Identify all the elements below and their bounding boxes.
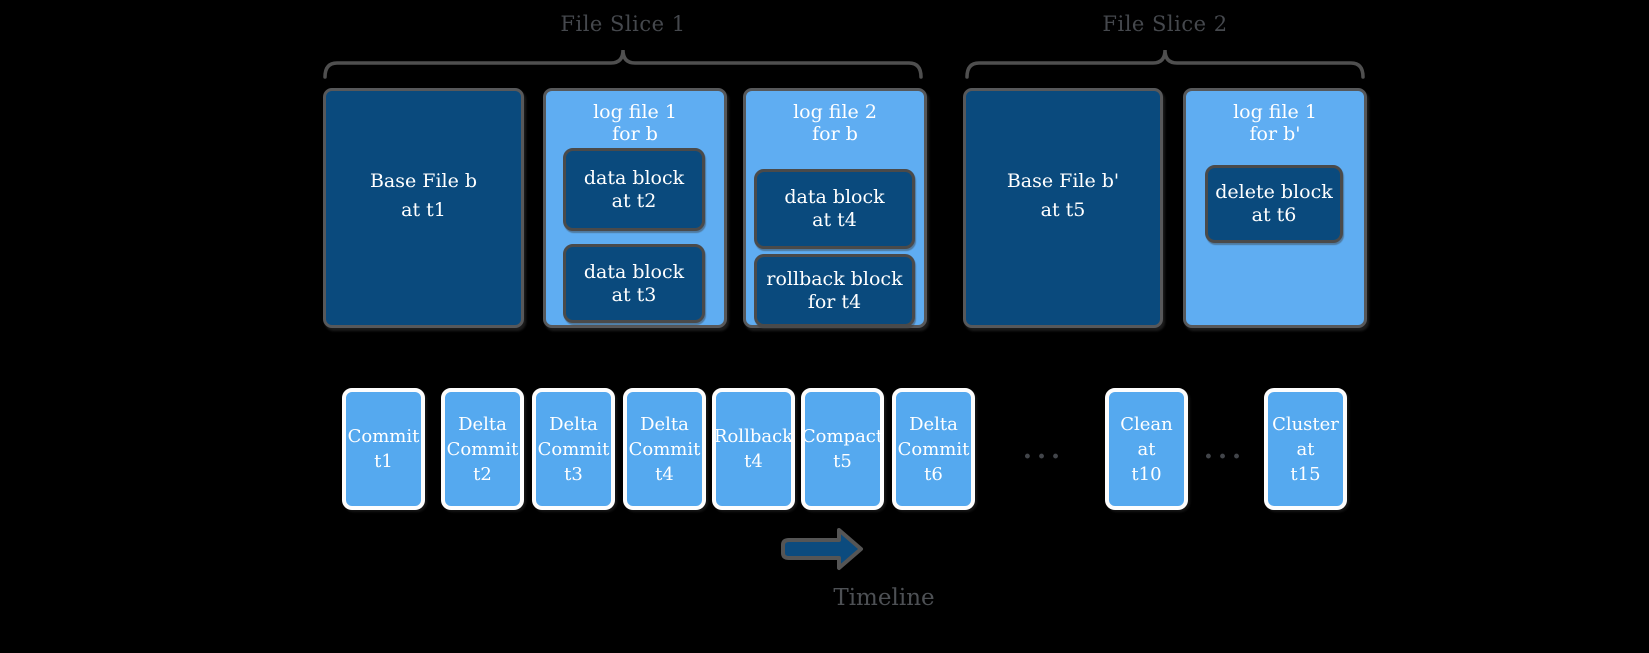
base-file-b-prime-title: Base File b'	[1006, 170, 1120, 192]
log-file-1-for-b-box: log file 1 for b data block at t2 data b…	[543, 88, 727, 328]
data-block-t4: data block at t4	[754, 169, 915, 249]
data-block-t4-line1: data block	[784, 186, 885, 208]
base-file-b-title: Base File b	[369, 170, 478, 192]
log-file-1-for-b-title-line2: for b	[612, 123, 658, 145]
rollback-block-t4: rollback block for t4	[754, 254, 915, 327]
event-line: t1	[374, 451, 393, 472]
event-line: Delta	[458, 413, 507, 435]
data-block-t3-line2: at t3	[611, 283, 657, 306]
event-line: Commit	[897, 438, 970, 460]
timeline-event-compact-t5: Compact t5	[801, 388, 884, 510]
timeline-event-delta-commit-t2: Delta Commit t2	[441, 388, 524, 510]
event-line: at	[1296, 438, 1315, 460]
event-line: Compact	[801, 426, 884, 447]
timeline-event-delta-commit-t4: Delta Commit t4	[623, 388, 706, 510]
event-line: Delta	[640, 413, 689, 435]
event-line: Cluster	[1272, 413, 1339, 435]
event-line: Commit	[347, 426, 420, 447]
timeline-caption: Timeline	[833, 585, 935, 611]
event-line: t4	[655, 463, 674, 485]
delete-block-t6-line2: at t6	[1251, 204, 1297, 226]
delete-block-t6: delete block at t6	[1205, 165, 1343, 243]
event-line: Delta	[909, 413, 958, 435]
file-slice-1-brace-icon	[323, 49, 923, 79]
rollback-block-t4-line2: for t4	[807, 290, 862, 313]
timeline-event-clean-t10: Clean at t10	[1105, 388, 1188, 510]
timeline-event-delta-commit-t6: Delta Commit t6	[892, 388, 975, 510]
event-line: t5	[833, 451, 852, 472]
timeline-arrow-icon	[781, 528, 863, 570]
data-block-t4-line2: at t4	[812, 209, 857, 231]
base-file-b-prime-box: Base File b' at t5	[963, 88, 1163, 328]
event-line: t10	[1131, 463, 1162, 485]
timeline-ellipsis-2: ...	[1203, 435, 1247, 465]
log-file-2-for-b-box: log file 2 for b data block at t4 rollba…	[743, 88, 927, 328]
event-line: t3	[564, 463, 583, 485]
base-file-b-box: Base File b at t1	[323, 88, 524, 328]
log-file-1-for-b-title-line1: log file 1	[593, 101, 677, 123]
log-file-2-for-b-title-line2: for b	[812, 123, 858, 145]
timeline-event-commit-t1: Commit t1	[342, 388, 425, 510]
data-block-t2-line1: data block	[583, 166, 685, 189]
data-block-t2: data block at t2	[563, 148, 705, 231]
data-block-t3-line1: data block	[583, 260, 685, 283]
event-line: t6	[924, 463, 943, 485]
log-file-1-for-b-title: log file 1 for b	[546, 101, 724, 145]
delete-block-t6-line1: delete block	[1215, 181, 1333, 203]
log-file-1-for-b-prime-title-line2: for b'	[1249, 123, 1301, 145]
log-file-2-for-b-title-line1: log file 2	[793, 101, 877, 123]
rollback-block-t4-line1: rollback block	[766, 267, 903, 290]
event-line: t15	[1290, 463, 1321, 485]
file-slice-2-label: File Slice 2	[1102, 12, 1228, 36]
base-file-b-prime-time: at t5	[1040, 199, 1086, 221]
timeline-event-rollback-t4: Rollback t4	[712, 388, 795, 510]
log-file-1-for-b-prime-title: log file 1 for b'	[1186, 101, 1364, 145]
data-block-t3: data block at t3	[563, 244, 705, 323]
log-file-1-for-b-prime-title-line1: log file 1	[1233, 101, 1317, 123]
event-line: at	[1137, 438, 1156, 460]
event-line: Commit	[446, 438, 519, 460]
file-slice-1-label: File Slice 1	[560, 12, 686, 36]
data-block-t2-line2: at t2	[611, 189, 657, 212]
event-line: Commit	[628, 438, 701, 460]
base-file-b-time: at t1	[401, 199, 446, 221]
log-file-2-for-b-title: log file 2 for b	[746, 101, 924, 145]
timeline-ellipsis-1: ...	[1022, 435, 1066, 465]
event-line: Commit	[537, 438, 610, 460]
event-line: t4	[744, 451, 763, 472]
timeline-event-cluster-t15: Cluster at t15	[1264, 388, 1347, 510]
file-slice-2-brace-icon	[965, 49, 1365, 79]
event-line: t2	[473, 463, 492, 485]
event-line: Rollback	[713, 426, 794, 447]
timeline-event-delta-commit-t3: Delta Commit t3	[532, 388, 615, 510]
event-line: Delta	[549, 413, 598, 435]
log-file-1-for-b-prime-box: log file 1 for b' delete block at t6	[1183, 88, 1367, 328]
event-line: Clean	[1120, 413, 1173, 435]
